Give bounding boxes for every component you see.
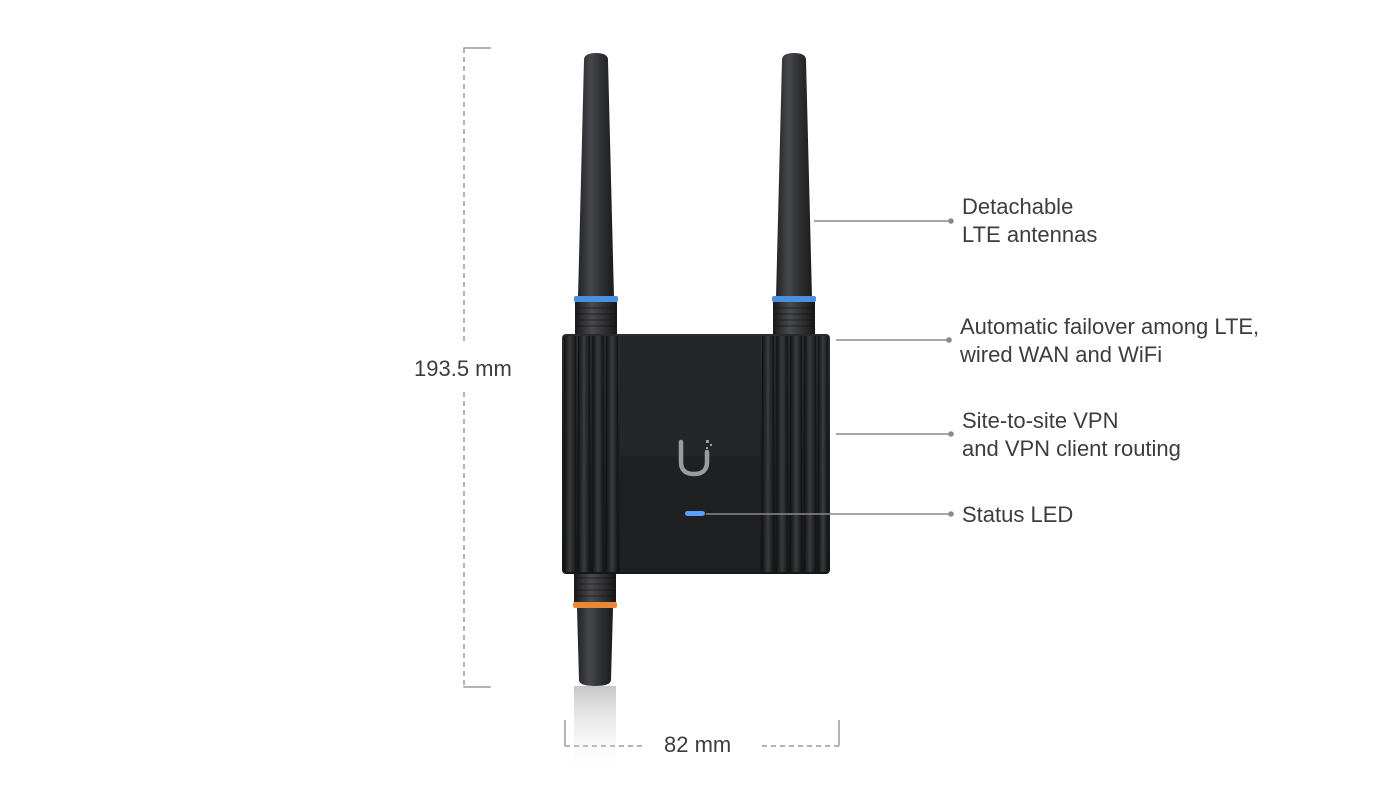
antenna-reflection (574, 686, 616, 776)
callout-line: LTE antennas (962, 222, 1098, 247)
width-dimension-label: 82 mm (660, 731, 736, 759)
callout-status-led: Status LED (962, 501, 1073, 529)
callout-vpn-routing: Site-to-site VPN and VPN client routing (962, 407, 1181, 463)
antenna-right (772, 53, 816, 336)
antenna-left (574, 53, 618, 336)
heatsink-fins-left (564, 336, 618, 572)
height-dimension-line (463, 47, 491, 688)
status-led (685, 511, 705, 516)
device-body (562, 334, 830, 574)
antenna-bottom (573, 572, 617, 686)
callout-line: Site-to-site VPN (962, 408, 1119, 433)
callout-line: wired WAN and WiFi (960, 342, 1163, 367)
height-dimension-label: 193.5 mm (414, 353, 512, 385)
callout-line: Status LED (962, 502, 1074, 527)
callout-line: Detachable (962, 194, 1074, 219)
heatsink-fins-right (762, 336, 828, 572)
callout-detachable-antennas: Detachable LTE antennas (962, 193, 1097, 249)
callout-line: Automatic failover among LTE, (960, 314, 1260, 339)
callout-automatic-failover: Automatic failover among LTE, wired WAN … (960, 313, 1259, 369)
callout-line: and VPN client routing (962, 436, 1181, 461)
ubiquiti-u-logo-icon (678, 439, 712, 477)
callout-leader-lines (706, 218, 954, 517)
